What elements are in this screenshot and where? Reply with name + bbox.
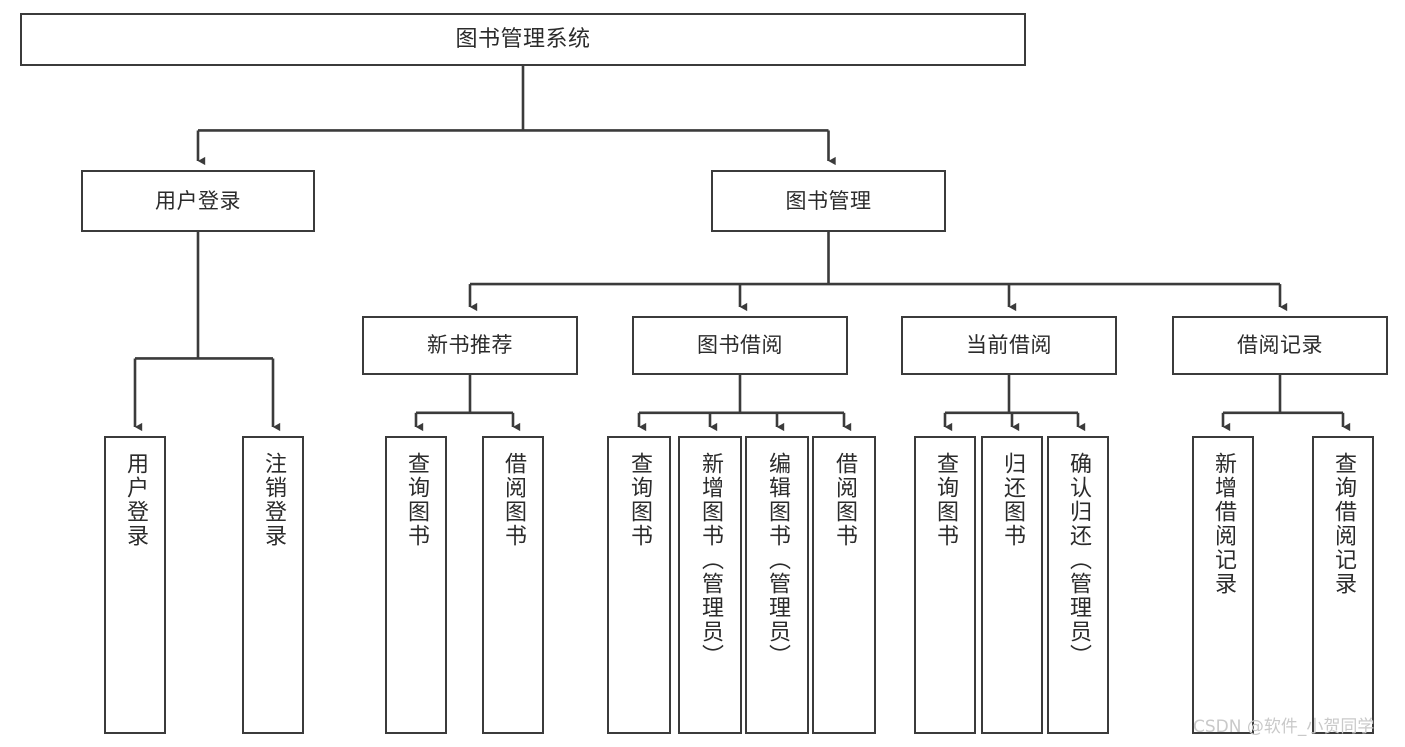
node-leaf-query-book-recommendation[interactable]: 查询图书 [385, 436, 447, 734]
node-new-book-recommendation[interactable]: 新书推荐 [362, 316, 578, 375]
node-label: 新增图书（管理员） [698, 452, 723, 668]
node-label: 图书管理 [785, 188, 872, 213]
node-label: 归还图书 [1000, 452, 1025, 548]
node-label: 编辑图书（管理员） [765, 452, 790, 668]
node-label: 借阅图书 [501, 452, 526, 548]
node-leaf-edit-book-admin[interactable]: 编辑图书（管理员） [745, 436, 809, 734]
node-leaf-confirm-return-admin[interactable]: 确认归还（管理员） [1047, 436, 1109, 734]
node-root-book-management-system[interactable]: 图书管理系统 [20, 13, 1026, 66]
node-label: 图书借阅 [697, 333, 783, 358]
node-leaf-logout[interactable]: 注销登录 [242, 436, 304, 734]
node-leaf-user-login[interactable]: 用户登录 [104, 436, 166, 734]
node-label: 查询图书 [627, 452, 652, 548]
node-label: 当前借阅 [966, 333, 1052, 358]
node-label: 查询图书 [404, 452, 429, 548]
node-label: 图书管理系统 [455, 26, 591, 52]
node-leaf-query-book-current[interactable]: 查询图书 [914, 436, 976, 734]
node-label: 借阅记录 [1237, 333, 1323, 358]
node-book-management[interactable]: 图书管理 [711, 170, 946, 232]
node-borrowing-records[interactable]: 借阅记录 [1172, 316, 1388, 375]
node-label: 用户登录 [123, 452, 148, 548]
node-leaf-return-book[interactable]: 归还图书 [981, 436, 1043, 734]
node-label: 查询图书 [933, 452, 958, 548]
node-current-borrowing[interactable]: 当前借阅 [901, 316, 1117, 375]
watermark: CSDN @软件_小贺同学 [1193, 717, 1375, 737]
node-label: 借阅图书 [832, 452, 857, 548]
node-label: 确认归还（管理员） [1066, 452, 1091, 668]
node-leaf-borrow-book[interactable]: 借阅图书 [812, 436, 876, 734]
node-user-login[interactable]: 用户登录 [81, 170, 315, 232]
node-book-borrowing[interactable]: 图书借阅 [632, 316, 848, 375]
node-leaf-add-borrow-record[interactable]: 新增借阅记录 [1192, 436, 1254, 734]
node-label: 新增借阅记录 [1211, 452, 1236, 596]
node-label: 查询借阅记录 [1331, 452, 1356, 596]
node-leaf-query-borrow-record[interactable]: 查询借阅记录 [1312, 436, 1374, 734]
node-leaf-borrow-book-recommendation[interactable]: 借阅图书 [482, 436, 544, 734]
node-leaf-add-book-admin[interactable]: 新增图书（管理员） [678, 436, 742, 734]
node-label: 注销登录 [261, 452, 286, 548]
node-leaf-query-book-borrowing[interactable]: 查询图书 [607, 436, 671, 734]
node-label: 新书推荐 [427, 333, 513, 358]
node-label: 用户登录 [155, 188, 241, 213]
